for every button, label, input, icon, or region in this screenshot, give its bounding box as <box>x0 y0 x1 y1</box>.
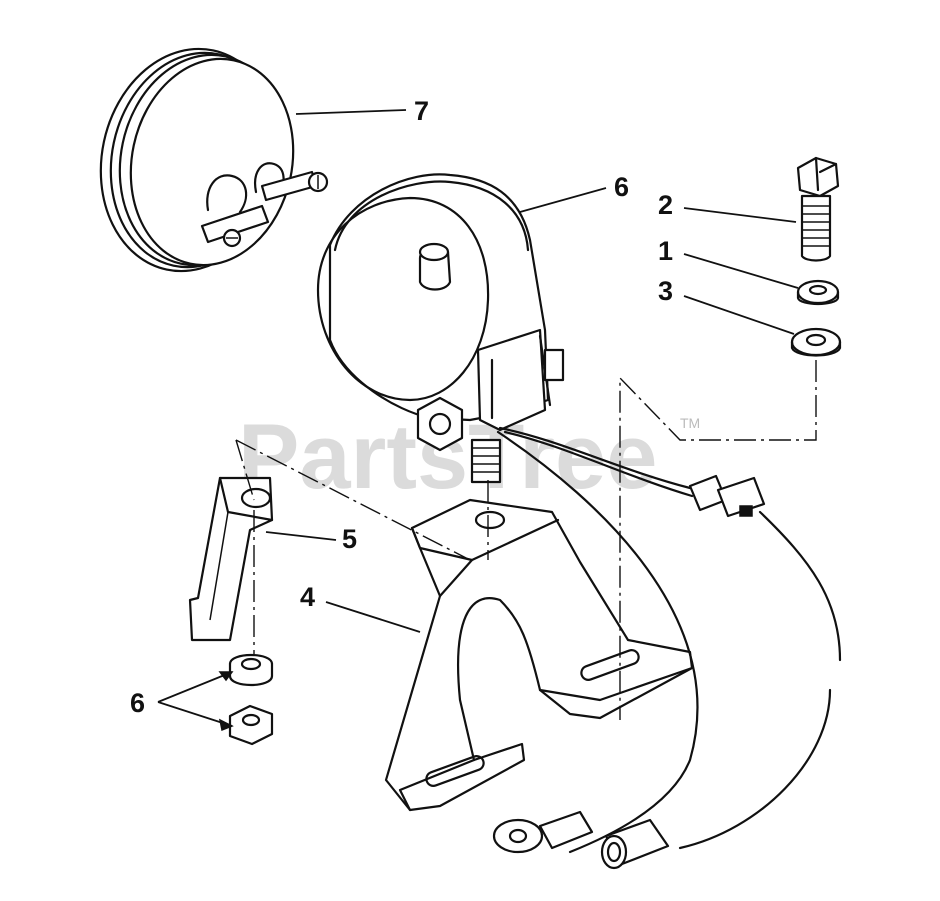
bulb-socket <box>200 162 329 248</box>
ring-terminal[interactable] <box>492 810 594 854</box>
wire-connector[interactable] <box>688 474 766 518</box>
callout-4: 4 <box>300 582 315 612</box>
callout-6-upper: 6 <box>614 172 629 202</box>
callouts: 7 6 2 1 3 5 4 6 <box>130 96 799 732</box>
wiring-harness <box>492 426 842 870</box>
callout-1: 1 <box>658 236 673 266</box>
watermark: PartsTree TM <box>238 406 700 508</box>
part-2-bolt[interactable] <box>796 156 840 262</box>
part-3-flat-washer[interactable] <box>790 327 842 357</box>
callout-3: 3 <box>658 276 673 306</box>
callout-5: 5 <box>342 524 357 554</box>
callout-7: 7 <box>414 96 429 126</box>
part-1-lock-washer[interactable] <box>796 279 840 306</box>
watermark-trademark: TM <box>680 415 700 431</box>
center-lines <box>235 360 817 720</box>
callout-2: 2 <box>658 190 673 220</box>
part-7-lens[interactable] <box>81 32 329 288</box>
bullet-terminal[interactable] <box>600 818 670 870</box>
part-5-bracket[interactable] <box>188 476 274 642</box>
part-4-mounting-bracket[interactable] <box>384 498 694 812</box>
callout-6-lower: 6 <box>130 688 145 718</box>
part-6-lamp-housing[interactable] <box>316 173 565 484</box>
part-6-nuts[interactable] <box>228 654 274 746</box>
